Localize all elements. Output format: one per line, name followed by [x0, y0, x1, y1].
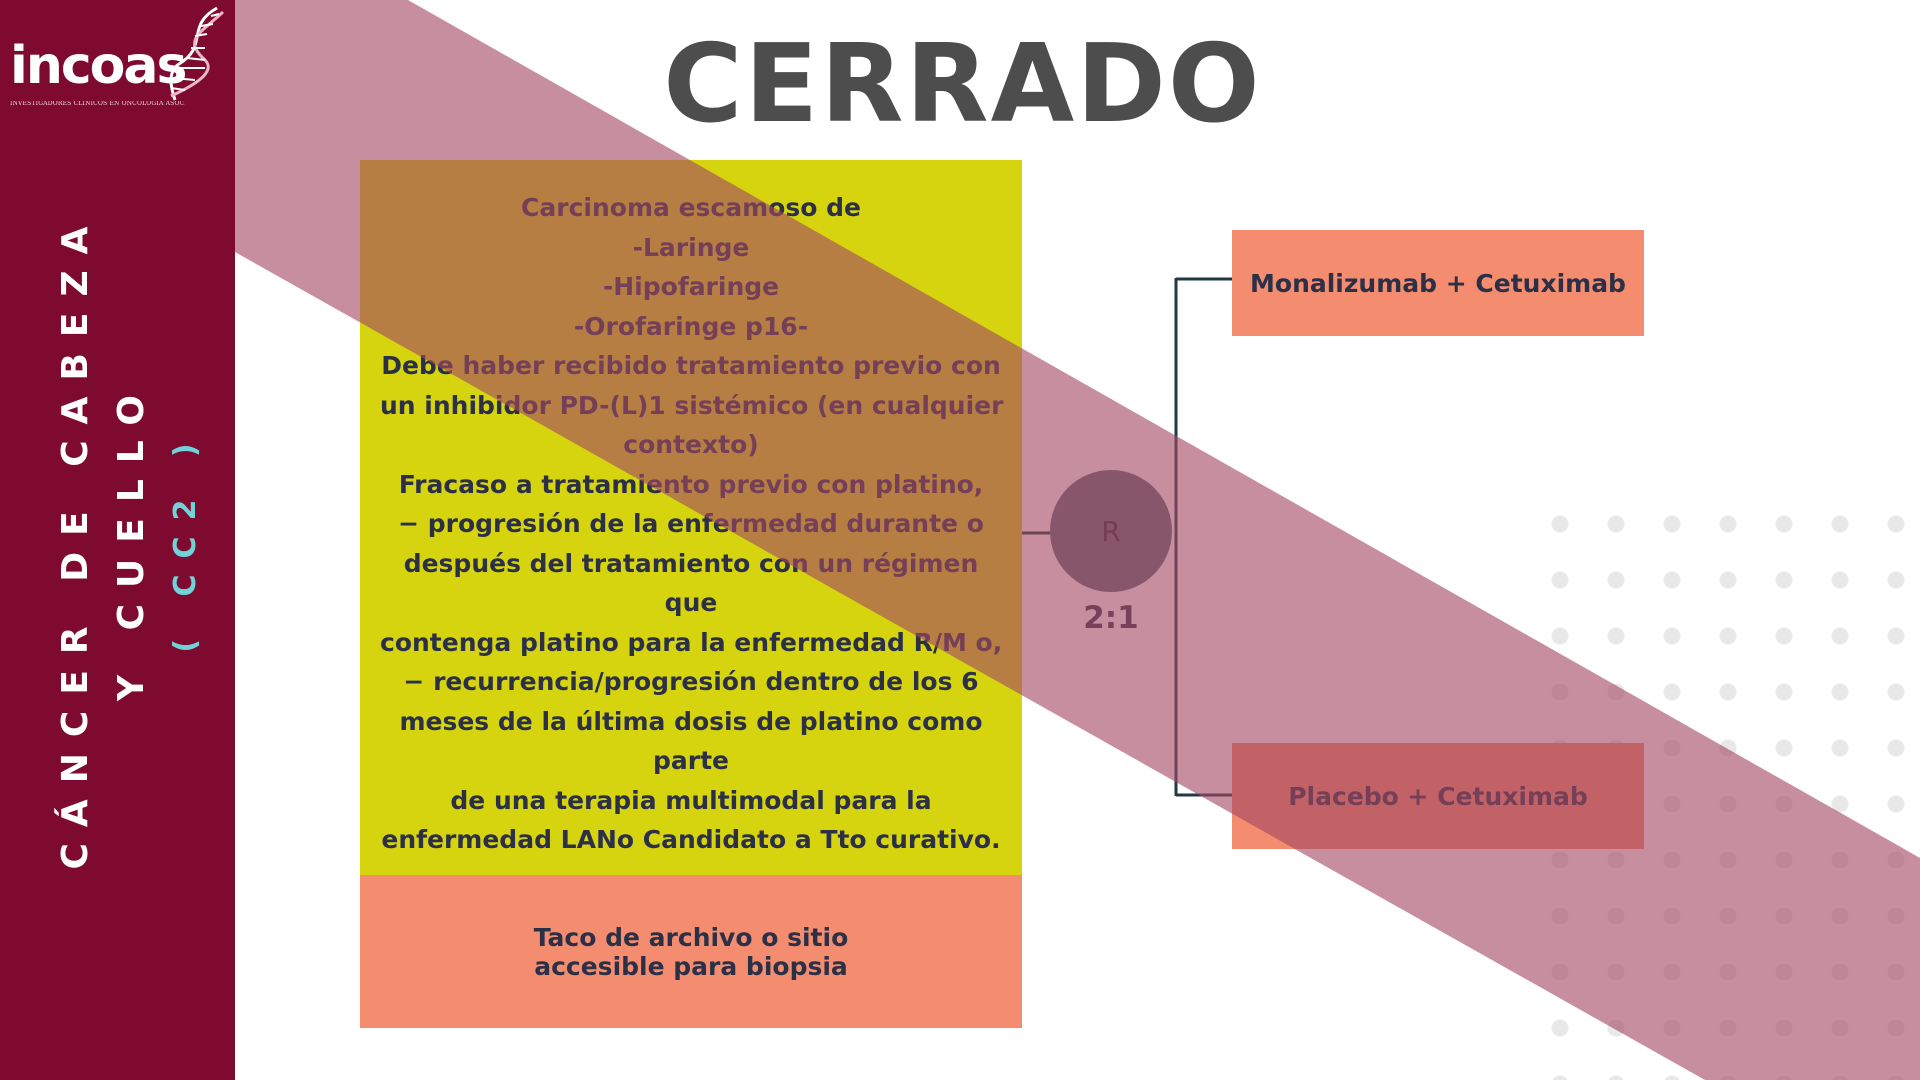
arm-placebo-cetuximab: Placebo + Cetuximab — [1232, 743, 1644, 849]
randomization-label: R — [1101, 514, 1121, 548]
arm-label: Monalizumab + Cetuximab — [1250, 268, 1626, 298]
dna-helix-icon — [169, 6, 225, 101]
logo: incoas INVESTIGADORES CLÍNICOS EN ONCOLO… — [10, 4, 232, 112]
arm-label: Placebo + Cetuximab — [1288, 781, 1588, 811]
arm-monalizumab-cetuximab: Monalizumab + Cetuximab — [1232, 230, 1644, 336]
randomization-circle: R — [1050, 470, 1172, 592]
logo-name: incoas — [10, 36, 187, 96]
logo-tagline: INVESTIGADORES CLÍNICOS EN ONCOLOGÍA ASO… — [10, 101, 185, 107]
randomization-ratio: 2:1 — [1083, 600, 1139, 636]
sidebar — [0, 0, 235, 1080]
